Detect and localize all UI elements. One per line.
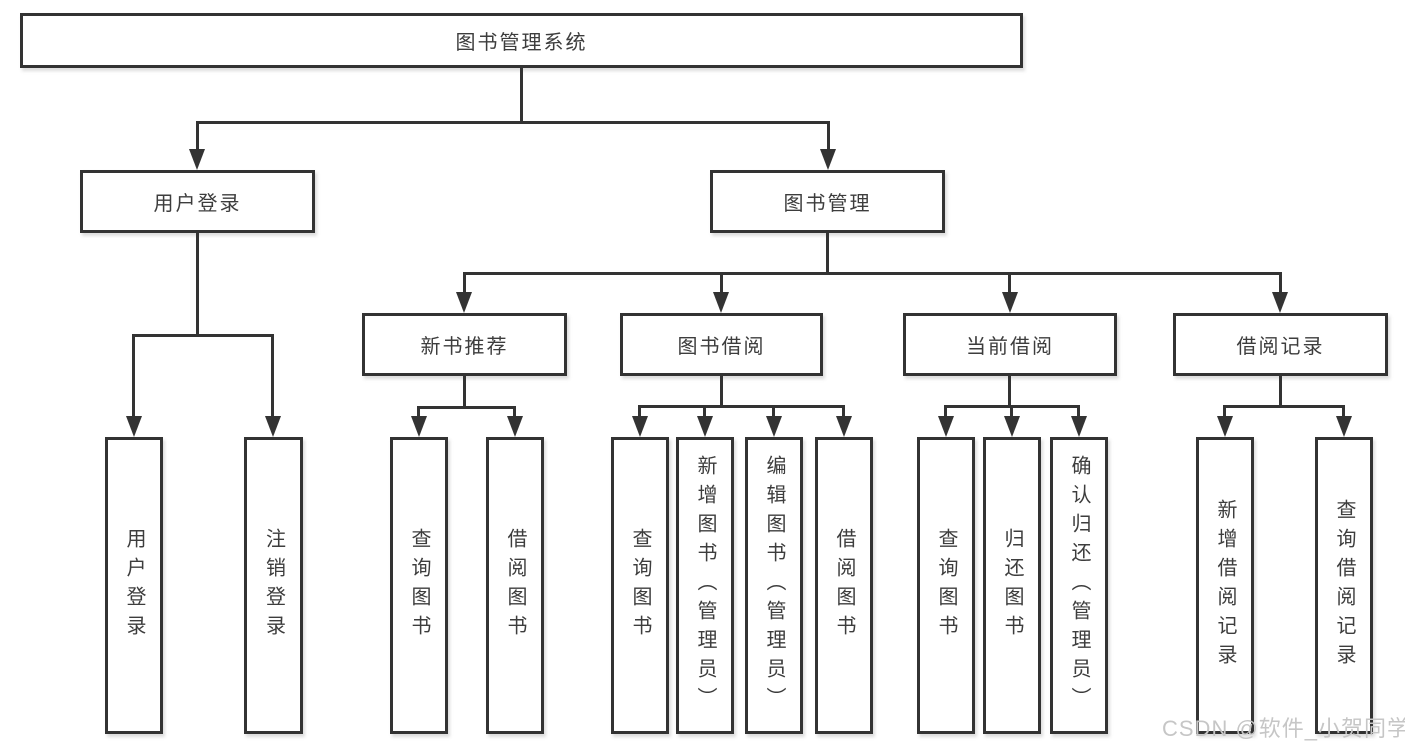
arrowhead-down [1336, 416, 1352, 437]
connector-line [1008, 376, 1011, 408]
connector-line [720, 272, 723, 294]
leaf-confirm-return-admin: 确认归还（管理员） [1050, 437, 1108, 734]
connector-line [703, 405, 706, 419]
connector-line [1223, 405, 1226, 419]
connector-line [271, 334, 274, 418]
leaf-borrow-book: 借阅图书 [815, 437, 873, 734]
arrowhead-down [189, 149, 205, 170]
leaf-add-borrow-record: 新增借阅记录 [1196, 437, 1254, 734]
leaf-edit-book-admin-label: 编辑图书（管理员） [763, 455, 785, 716]
leaf-logout: 注销登录 [244, 437, 303, 734]
node-borrow-record-label: 借阅记录 [1236, 336, 1325, 358]
arrowhead-down [1272, 292, 1288, 313]
leaf-user-login-label: 用户登录 [123, 527, 145, 644]
connector-line [772, 405, 775, 419]
leaf-query-borrow-record: 查询借阅记录 [1315, 437, 1373, 734]
arrowhead-down [411, 416, 427, 437]
node-book-borrow: 图书借阅 [620, 313, 823, 376]
arrowhead-down [1071, 416, 1087, 437]
arrowhead-down [1002, 292, 1018, 313]
connector-line [638, 405, 845, 408]
connector-line [1279, 376, 1282, 408]
connector-line [1010, 405, 1013, 419]
arrowhead-down [265, 416, 281, 437]
leaf-confirm-return-admin-label: 确认归还（管理员） [1068, 455, 1090, 716]
arrowhead-down [836, 416, 852, 437]
node-book-borrow-label: 图书借阅 [677, 336, 766, 358]
connector-line [944, 405, 947, 419]
connector-line [638, 405, 641, 419]
leaf-recommend-borrow-book: 借阅图书 [486, 437, 544, 734]
connector-line [842, 405, 845, 419]
leaf-add-book-admin: 新增图书（管理员） [676, 437, 734, 734]
leaf-borrow-query-book: 查询图书 [611, 437, 669, 734]
connector-line [1077, 405, 1080, 419]
leaf-return-book: 归还图书 [983, 437, 1041, 734]
connector-line [132, 334, 135, 418]
node-root-label: 图书管理系统 [455, 32, 588, 54]
leaf-borrow-query-book-label: 查询图书 [629, 527, 651, 644]
leaf-user-login: 用户登录 [105, 437, 163, 734]
connector-line [463, 272, 466, 294]
connector-line [1223, 405, 1345, 408]
leaf-add-book-admin-label: 新增图书（管理员） [694, 455, 716, 716]
leaf-recommend-query-book: 查询图书 [390, 437, 448, 734]
connector-line [827, 121, 830, 151]
node-user-login-label: 用户登录 [153, 193, 242, 215]
arrowhead-down [713, 292, 729, 313]
node-user-login: 用户登录 [80, 170, 315, 233]
arrowhead-down [697, 416, 713, 437]
connector-line [1008, 272, 1011, 294]
arrowhead-down [1217, 416, 1233, 437]
connector-line [196, 121, 830, 124]
connector-line [417, 406, 420, 419]
arrowhead-down [126, 416, 142, 437]
connector-line [196, 233, 199, 336]
node-new-book-recommend-label: 新书推荐 [420, 336, 509, 358]
node-book-management-label: 图书管理 [783, 193, 872, 215]
arrowhead-down [938, 416, 954, 437]
connector-line [720, 376, 723, 408]
leaf-borrow-book-label: 借阅图书 [833, 527, 855, 644]
leaf-return-book-label: 归还图书 [1001, 527, 1023, 644]
arrowhead-down [766, 416, 782, 437]
leaf-logout-label: 注销登录 [262, 527, 285, 644]
node-new-book-recommend: 新书推荐 [362, 313, 567, 376]
leaf-recommend-borrow-book-label: 借阅图书 [504, 527, 526, 644]
leaf-recommend-query-book-label: 查询图书 [408, 527, 430, 644]
leaf-current-query-book: 查询图书 [917, 437, 975, 734]
connector-line [132, 334, 274, 337]
node-current-borrow-label: 当前借阅 [966, 336, 1054, 358]
connector-line [196, 121, 199, 151]
node-borrow-record: 借阅记录 [1173, 313, 1388, 376]
leaf-add-borrow-record-label: 新增借阅记录 [1214, 498, 1236, 673]
node-root: 图书管理系统 [20, 13, 1023, 68]
leaf-edit-book-admin: 编辑图书（管理员） [745, 437, 803, 734]
leaf-current-query-book-label: 查询图书 [935, 527, 957, 644]
arrowhead-down [632, 416, 648, 437]
connector-line [417, 406, 516, 409]
node-current-borrow: 当前借阅 [903, 313, 1117, 376]
arrowhead-down [456, 292, 472, 313]
connector-line [463, 272, 1282, 275]
leaf-query-borrow-record-label: 查询借阅记录 [1333, 498, 1355, 673]
connector-line [520, 68, 523, 124]
connector-line [826, 233, 829, 275]
connector-line [1342, 405, 1345, 419]
connector-line [513, 406, 516, 419]
arrowhead-down [820, 149, 836, 170]
connector-line [463, 376, 466, 409]
node-book-management: 图书管理 [710, 170, 945, 233]
csdn-watermark: CSDN @软件_小贺同学 [1162, 716, 1405, 741]
arrowhead-down [1004, 416, 1020, 437]
connector-line [1279, 272, 1282, 294]
arrowhead-down [507, 416, 523, 437]
